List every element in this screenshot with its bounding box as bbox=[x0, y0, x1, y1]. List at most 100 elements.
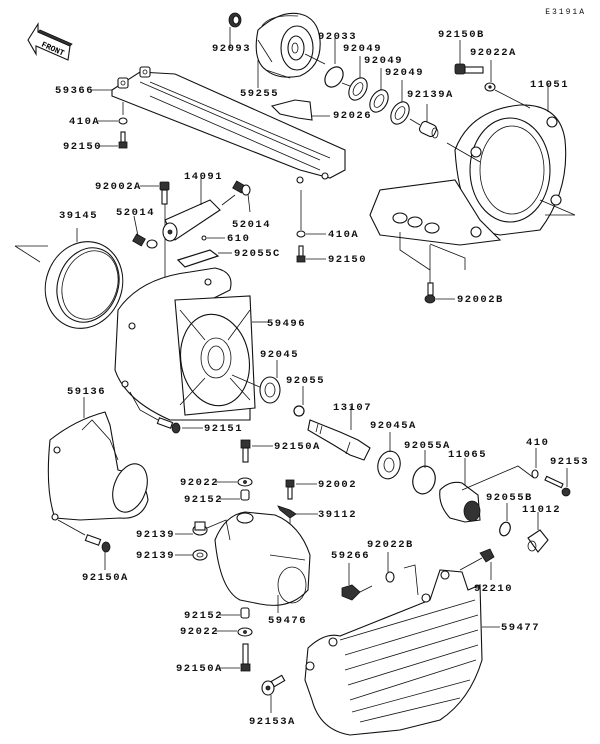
label-92210: 92210 bbox=[474, 583, 514, 595]
part-52014-fitting-left bbox=[132, 215, 158, 249]
part-92150A-bolt-left bbox=[84, 534, 111, 570]
label-92055C: 92055C bbox=[234, 248, 281, 260]
part-92153-bolt bbox=[544, 468, 571, 497]
part-92150A-bolt-upper bbox=[240, 439, 273, 463]
part-92033-oring bbox=[324, 38, 344, 88]
label-92150A-2: 92150A bbox=[82, 572, 129, 584]
part-92150-bolt-2 bbox=[296, 245, 326, 263]
label-92049-a: 92049 bbox=[343, 43, 383, 55]
part-59136-bucket bbox=[47, 397, 149, 536]
part-92152-sleeve-lower bbox=[220, 607, 250, 619]
part-11012-nozzle bbox=[527, 512, 549, 553]
part-92022-washer-upper bbox=[215, 477, 253, 487]
part-92055B-oring bbox=[499, 503, 511, 537]
part-11051-housing bbox=[369, 84, 576, 290]
label-92055: 92055 bbox=[286, 375, 326, 387]
label-92022A: 92022A bbox=[470, 47, 517, 59]
label-92055B: 92055B bbox=[486, 492, 533, 504]
label-92139-2: 92139 bbox=[136, 550, 176, 562]
label-92055A: 92055A bbox=[404, 440, 451, 452]
label-14091: 14091 bbox=[184, 171, 224, 183]
label-410: 410 bbox=[526, 437, 550, 449]
part-59496-pump-body bbox=[114, 267, 268, 421]
part-59477-cover bbox=[304, 564, 500, 736]
part-92153A-bolt bbox=[261, 674, 286, 713]
diagram-code: E3191A bbox=[545, 8, 586, 17]
label-39112: 39112 bbox=[318, 509, 358, 521]
part-92045-bearing bbox=[259, 360, 281, 404]
label-92049-c: 92049 bbox=[385, 67, 425, 79]
label-52014-a: 52014 bbox=[116, 207, 156, 219]
label-59477: 59477 bbox=[501, 622, 541, 634]
label-92150B: 92150B bbox=[438, 29, 485, 41]
part-92002-bolt bbox=[285, 479, 317, 500]
label-92045A: 92045A bbox=[370, 420, 417, 432]
part-410A-washer-1 bbox=[98, 117, 128, 125]
part-59366-plate bbox=[92, 66, 346, 184]
label-92150A-1: 92150A bbox=[274, 441, 321, 453]
label-92151: 92151 bbox=[204, 423, 244, 435]
label-92022-2: 92022 bbox=[180, 626, 220, 638]
label-59266: 59266 bbox=[331, 550, 371, 562]
label-13107: 13107 bbox=[333, 402, 373, 414]
label-410A-1: 410A bbox=[69, 116, 101, 128]
part-410A-washer-2 bbox=[296, 190, 326, 238]
part-92139-bushing-1 bbox=[175, 521, 208, 536]
front-arrow-icon: FRONT bbox=[27, 22, 73, 61]
label-410A-2: 410A bbox=[328, 229, 360, 241]
label-92002B: 92002B bbox=[457, 294, 504, 306]
part-92150A-bolt-lower bbox=[220, 643, 251, 672]
part-92002B-bolt bbox=[424, 282, 455, 304]
part-14091-cylinder bbox=[162, 178, 236, 242]
part-610-pin bbox=[201, 235, 225, 241]
label-92049-b: 92049 bbox=[364, 55, 404, 67]
part-92093 bbox=[228, 12, 242, 48]
label-59136: 59136 bbox=[67, 386, 107, 398]
label-59366: 59366 bbox=[55, 85, 95, 97]
label-92150A-3: 92150A bbox=[176, 663, 223, 675]
part-92210-fitting bbox=[459, 548, 495, 580]
part-92150-bolt-1 bbox=[98, 131, 128, 149]
label-92022B: 92022B bbox=[367, 539, 414, 551]
label-610: 610 bbox=[227, 233, 251, 245]
label-92150-2: 92150 bbox=[328, 254, 368, 266]
part-13107-shaft bbox=[307, 406, 371, 461]
part-92055A-oring bbox=[412, 450, 436, 495]
label-59255: 59255 bbox=[240, 88, 280, 100]
part-92139-bushing-2 bbox=[175, 549, 208, 561]
label-11051: 11051 bbox=[530, 79, 570, 91]
part-92026-clip bbox=[270, 99, 330, 121]
part-59255-impeller bbox=[255, 12, 326, 88]
label-92153A: 92153A bbox=[249, 716, 296, 728]
label-39145: 39145 bbox=[59, 210, 99, 222]
label-92153: 92153 bbox=[550, 456, 590, 468]
part-39145-ring bbox=[14, 228, 124, 329]
part-59266-fitting bbox=[341, 563, 373, 601]
part-92151-bolt bbox=[129, 391, 203, 434]
part-92022-washer-lower bbox=[215, 627, 253, 637]
label-92022-1: 92022 bbox=[180, 477, 220, 489]
part-92152-sleeve-upper bbox=[220, 489, 250, 501]
part-52014-fitting-right bbox=[232, 180, 251, 213]
label-92002: 92002 bbox=[318, 479, 358, 491]
label-59476: 59476 bbox=[268, 615, 308, 627]
part-410-washer bbox=[531, 448, 539, 479]
part-11065-cone bbox=[439, 458, 535, 523]
part-92049-seals bbox=[341, 56, 410, 125]
label-92150-1: 92150 bbox=[63, 141, 103, 153]
label-11012: 11012 bbox=[522, 504, 562, 516]
part-92139A-sleeve bbox=[409, 104, 439, 139]
part-92150B-bolt bbox=[454, 40, 496, 92]
label-92045: 92045 bbox=[260, 349, 300, 361]
part-92055C-gasket bbox=[176, 249, 232, 268]
label-92093: 92093 bbox=[212, 43, 252, 55]
label-92002A: 92002A bbox=[95, 181, 142, 193]
label-92026: 92026 bbox=[333, 110, 373, 122]
label-11065: 11065 bbox=[448, 449, 488, 461]
label-59496: 59496 bbox=[267, 318, 307, 330]
label-92152-1: 92152 bbox=[184, 494, 224, 506]
part-59476-steering-nozzle bbox=[206, 511, 311, 613]
label-92139-1: 92139 bbox=[136, 529, 176, 541]
part-92022B-washer bbox=[385, 552, 395, 583]
